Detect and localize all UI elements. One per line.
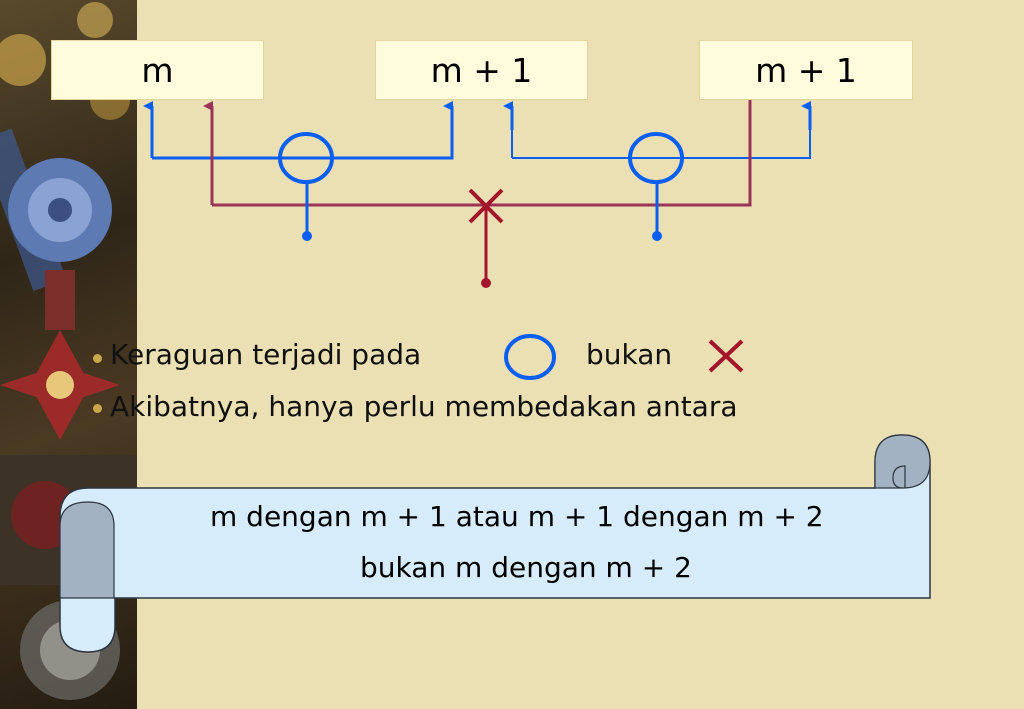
bullet-line-2: Akibatnya, hanya perlu membedakan antara bbox=[110, 390, 738, 423]
scroll-banner bbox=[59, 434, 931, 653]
box-m: m bbox=[51, 40, 264, 100]
circle-icon bbox=[504, 334, 556, 380]
bullet-icon bbox=[93, 404, 102, 413]
box-label: m bbox=[141, 50, 174, 90]
scroll-line-2: bukan m dengan m + 2 bbox=[360, 551, 692, 584]
bullet-icon bbox=[93, 354, 102, 363]
stem-dot-right bbox=[652, 231, 662, 241]
stem-dot-left bbox=[302, 231, 312, 241]
stem-dot-middle bbox=[481, 278, 491, 288]
box-m-plus-1-right: m + 1 bbox=[699, 40, 913, 100]
bullet-line-1-middle: bukan bbox=[586, 338, 672, 371]
box-m-plus-1-left: m + 1 bbox=[375, 40, 588, 100]
legend-text-bukan: bukan bbox=[586, 338, 673, 371]
cross-icon bbox=[708, 339, 744, 373]
box-label: m + 1 bbox=[755, 50, 857, 90]
legend-text-2: Akibatnya, hanya perlu membedakan antara bbox=[110, 390, 738, 423]
legend-text-1: Keraguan terjadi pada bbox=[110, 338, 422, 371]
bullet-line-1: Keraguan terjadi pada bbox=[110, 338, 421, 371]
maroon-bracket bbox=[210, 100, 752, 207]
box-label: m + 1 bbox=[430, 50, 533, 90]
scroll-line-1: m dengan m + 1 atau m + 1 dengan m + 2 bbox=[210, 500, 824, 533]
